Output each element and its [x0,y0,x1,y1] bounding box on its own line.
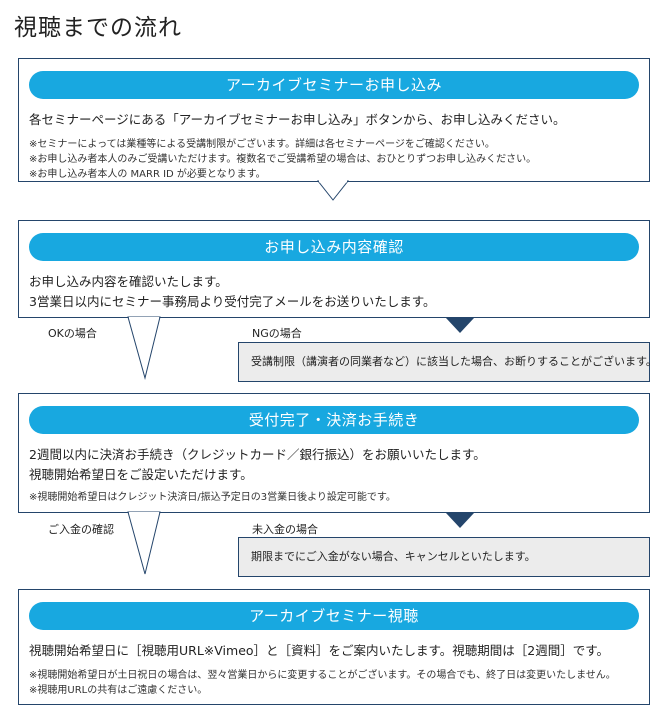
ng-box: 期限までにご入金がない場合、キャンセルといたします。 [238,537,650,577]
step-2-text: お申し込み内容を確認いたします。 [29,274,228,289]
step-4-text: 視聴開始希望日に［視聴用URL※Vimeo］と［資料］をご案内いたします。視聴期… [29,643,609,658]
step-4-note: ※視聴開始希望日が土日祝日の場合は、翌々営業日からに変更することがございます。そ… [29,670,616,681]
step-2-text: 3営業日以内にセミナー事務局より受付完了メールをお送りいたします。 [29,294,436,309]
ng-box: 受講制限（講演者の同業者など）に該当した場合、お断りすることがございます。 [238,342,657,382]
ng-label: 未入金の場合 [252,523,318,536]
ng-arrow [446,318,474,333]
page-title: 視聴までの流れ [14,15,182,41]
step-4-box: アーカイブセミナー視聴 視聴開始希望日に［視聴用URL※Vimeo］と［資料］を… [18,589,650,705]
step-1-note: ※お申し込み者本人のみご受講いただけます。複数名でご受講希望の場合は、おひとりず… [29,154,537,165]
ok-label: ご入金の確認 [48,523,114,536]
step-3-note: ※視聴開始希望日はクレジット決済日/振込予定日の3営業日後より設定可能です。 [29,492,396,503]
step-2-heading: お申し込み内容確認 [29,233,639,261]
step-3-text: 視聴開始希望日をご設定いただけます。 [29,467,253,482]
step-1-box: アーカイブセミナーお申し込み 各セミナーページにある「アーカイブセミナーお申し込… [18,58,650,182]
step-1-heading: アーカイブセミナーお申し込み [29,71,639,99]
step-3-text: 2週間以内に決済お手続き（クレジットカード／銀行振込）をお願いいたします。 [29,447,486,462]
ok-arrow [127,316,161,380]
ok-label: OKの場合 [48,327,97,340]
step-4-note: ※視聴用URLの共有はご遠慮ください。 [29,685,208,696]
step-1-text: 各セミナーページにある「アーカイブセミナーお申し込み」ボタンから、お申し込みくだ… [29,112,566,127]
ng-arrow [446,513,474,528]
step-4-heading: アーカイブセミナー視聴 [29,602,639,630]
ok-arrow [127,511,161,575]
step-3-box: 受付完了・決済お手続き 2週間以内に決済お手続き（クレジットカード／銀行振込）を… [18,393,650,513]
step-2-box: お申し込み内容確認 お申し込み内容を確認いたします。 3営業日以内にセミナー事務… [18,220,650,318]
step-3-heading: 受付完了・決済お手続き [29,406,639,434]
down-arrow [316,180,350,201]
step-1-note: ※お申し込み者本人の MARR ID が必要となります。 [29,169,266,180]
ng-label: NGの場合 [252,327,302,340]
step-1-note: ※セミナーによっては業種等による受講制限がございます。詳細は各セミナーページをご… [29,139,495,150]
